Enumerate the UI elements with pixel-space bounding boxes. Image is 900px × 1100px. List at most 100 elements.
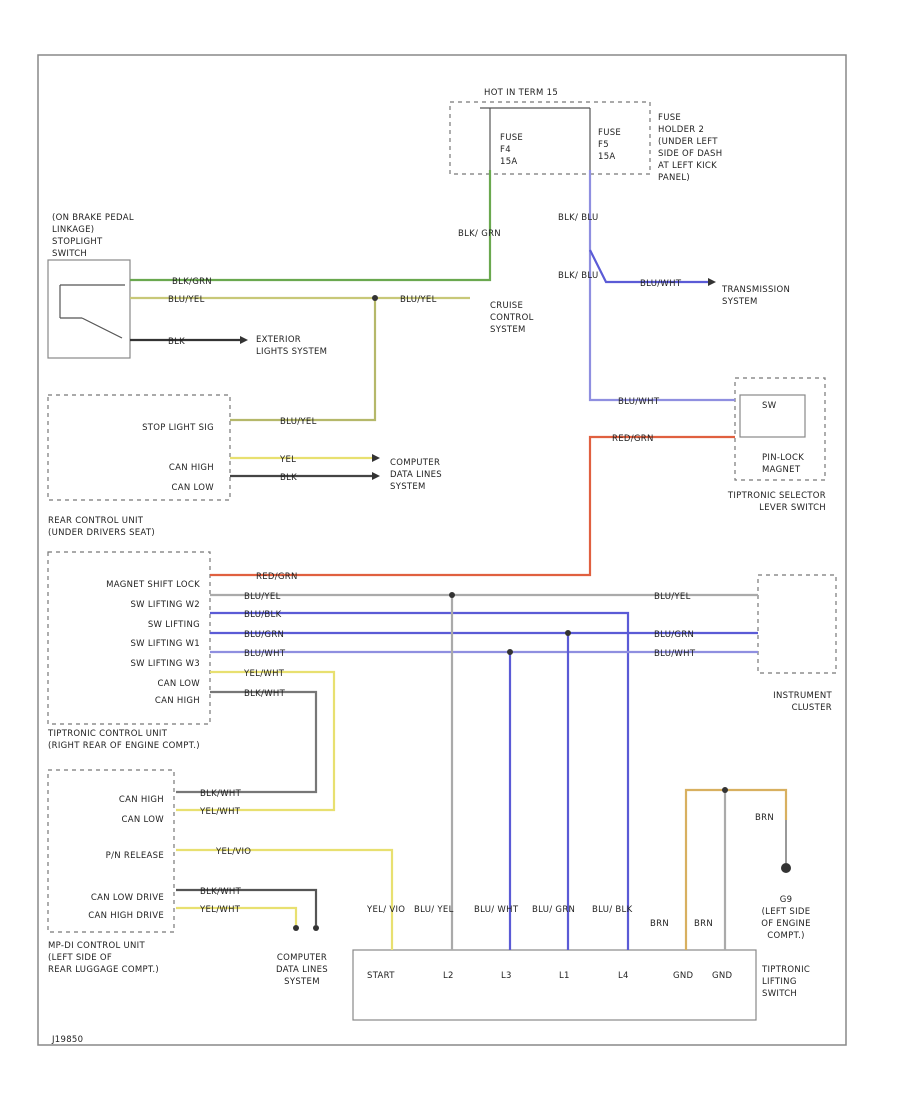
label-blk-f5-b: BLK/ BLU (558, 271, 598, 281)
label-ic-blu-wht: BLU/WHT (654, 649, 696, 659)
switch-pin-start: START (367, 971, 395, 981)
instrument-box (757, 574, 837, 674)
switch-pin-l4: L4 (618, 971, 629, 981)
selector-line1: TIPTRONIC SELECTOR (727, 491, 826, 501)
mp-di-control-unit: CAN HIGH CAN LOW P/N RELEASE CAN LOW DRI… (47, 769, 175, 975)
mp-pin-3: P/N RELEASE (106, 851, 164, 861)
splice-dot (313, 925, 319, 931)
pinlock-line1: PIN-LOCK (762, 453, 804, 463)
tcu-pin-6: CAN LOW (158, 679, 201, 689)
fuse-f4-line1: FUSE (500, 133, 523, 143)
hot-label: HOT IN TERM 15 (484, 88, 558, 98)
computer-mid-line2: DATA LINES (390, 470, 442, 480)
label-blu-yel-stop: BLU/YEL (280, 417, 317, 427)
fuse-holder-line2: HOLDER 2 (658, 125, 704, 135)
wire-blk-blu-f5 (588, 170, 735, 402)
tiptronic-lifting-switch: TIPTRONIC LIFTING SWITCH (352, 949, 810, 1021)
pinlock-line2: MAGNET (762, 465, 801, 475)
wire-blk-wht-bottom (176, 888, 318, 925)
rear-unit-pin-can-high: CAN HIGH (169, 463, 214, 473)
switch-wire-gnd2: BRN (694, 919, 713, 929)
fuse-holder-line5: AT LEFT KICK (658, 161, 717, 171)
switch-pin-l3: L3 (501, 971, 512, 981)
mp-pin-1: CAN HIGH (119, 795, 164, 805)
switch-pin-l1: L1 (559, 971, 570, 981)
switch-pin-gnd2: GND (712, 971, 733, 981)
instrument-line2: CLUSTER (792, 703, 832, 713)
brake-switch-line3: STOPLIGHT (52, 237, 103, 247)
label-blk: BLK (168, 337, 185, 347)
splice-dot (449, 592, 455, 598)
computer-bottom-line3: SYSTEM (284, 977, 320, 987)
instrument-line1: INSTRUMENT (773, 691, 832, 701)
pinlock-sw-text: SW (762, 401, 777, 411)
tcu-title-line2: (RIGHT REAR OF ENGINE COMPT.) (48, 741, 200, 751)
lifting-switch-pins: YEL/ VIO START BLU/ YEL L2 BLU/ WHT L3 B… (366, 905, 733, 981)
label-ic-blu-yel: BLU/YEL (654, 592, 691, 602)
splice-dot (293, 925, 299, 931)
fuse-holder-line3: (UNDER LEFT (658, 137, 718, 147)
fuse-holder-box (449, 101, 651, 175)
wire-blk-wht (176, 690, 318, 794)
label-yel-wht-mp: YEL/WHT (199, 807, 241, 817)
instrument-cluster: INSTRUMENT CLUSTER (757, 574, 837, 713)
cruise-line1: CRUISE (490, 301, 523, 311)
switch-wire-l2: BLU/ YEL (414, 905, 454, 915)
pinlock-coil (739, 394, 806, 438)
lifting-line2: LIFTING (762, 977, 797, 987)
switch-wire-start: YEL/ VIO (366, 905, 405, 915)
pin-lock-magnet: SW PIN-LOCK MAGNET TIPTRONIC SELECTOR LE… (727, 377, 826, 513)
exterior-lights-line2: LIGHTS SYSTEM (256, 347, 327, 357)
mp-pin-2: CAN LOW (122, 815, 165, 825)
tcu-pin-1: MAGNET SHIFT LOCK (106, 580, 200, 590)
rear-unit-pin-can-low: CAN LOW (172, 483, 215, 493)
rear-unit-title-line1: REAR CONTROL UNIT (48, 516, 144, 526)
brake-switch-line2: LINKAGE) (52, 225, 94, 235)
fuse-f5-line2: F5 (598, 140, 609, 150)
tcu-pin-5: SW LIFTING W3 (130, 659, 200, 669)
computer-mid-line3: SYSTEM (390, 482, 426, 492)
wire-yel-wht (176, 670, 336, 812)
wire-labels: BLK/GRN BLU/YEL BLU/YEL BLK BLU/YEL YEL … (168, 213, 774, 915)
switch-wire-gnd1: BRN (650, 919, 669, 929)
fuse-f5-line3: 15A (598, 152, 616, 162)
switch-wire-l3: BLU/ WHT (474, 905, 519, 915)
fuse-holder-line6: PANEL) (658, 173, 690, 183)
tcu-title-line1: TIPTRONIC CONTROL UNIT (47, 729, 168, 739)
g9-line1: G9 (780, 895, 793, 905)
tcu-pin-4: SW LIFTING W1 (130, 639, 200, 649)
label-blu-wht-trans: BLU/WHT (640, 279, 682, 289)
label-blu-wht-pin: BLU/WHT (618, 397, 660, 407)
wire-tcu-blu-blk (210, 611, 630, 950)
wire-blk-grn (130, 170, 492, 282)
brake-switch-line4: SWITCH (52, 249, 87, 259)
rear-unit-title-line2: (UNDER DRIVERS SEAT) (48, 528, 155, 538)
switch-wire-l4: BLU/ BLK (592, 905, 633, 915)
tcu-pin-2: SW LIFTING W2 (130, 600, 200, 610)
target-labels: EXTERIOR LIGHTS SYSTEM CRUISE CONTROL SY… (256, 285, 790, 987)
mp-pin-4: CAN LOW DRIVE (91, 893, 164, 903)
fuse-holder-line1: FUSE (658, 113, 681, 123)
label-red-grn-tcu: RED/GRN (256, 572, 298, 582)
label-blu-wht: BLU/WHT (244, 649, 286, 659)
wire-blu-wht-trans (589, 249, 708, 284)
stoplight-switch: (ON BRAKE PEDAL LINKAGE) STOPLIGHT SWITC… (47, 213, 134, 359)
lifting-line1: TIPTRONIC (761, 965, 810, 975)
footer-code: J19850 (51, 1035, 83, 1045)
label-yel-wht-bottom: YEL/WHT (199, 905, 241, 915)
wire-yel-vio (176, 848, 394, 950)
fuse-f4-line2: F4 (500, 145, 511, 155)
g9-line3: OF ENGINE (761, 919, 811, 929)
switch-box (47, 259, 131, 359)
label-blk-f4: BLK/ GRN (458, 229, 501, 239)
diagram-frame (37, 54, 847, 1046)
rear-unit-pin-stop: STOP LIGHT SIG (142, 423, 214, 433)
g9-ground: G9 (LEFT SIDE OF ENGINE COMPT.) (761, 820, 811, 941)
fuse-f5-line1: FUSE (598, 128, 621, 138)
switch-pin-gnd1: GND (673, 971, 694, 981)
splice-dots (293, 295, 728, 931)
wire-red-grn (210, 435, 735, 577)
label-yel-vio: YEL/VIO (215, 847, 251, 857)
transmission-line1: TRANSMISSION (721, 285, 790, 295)
